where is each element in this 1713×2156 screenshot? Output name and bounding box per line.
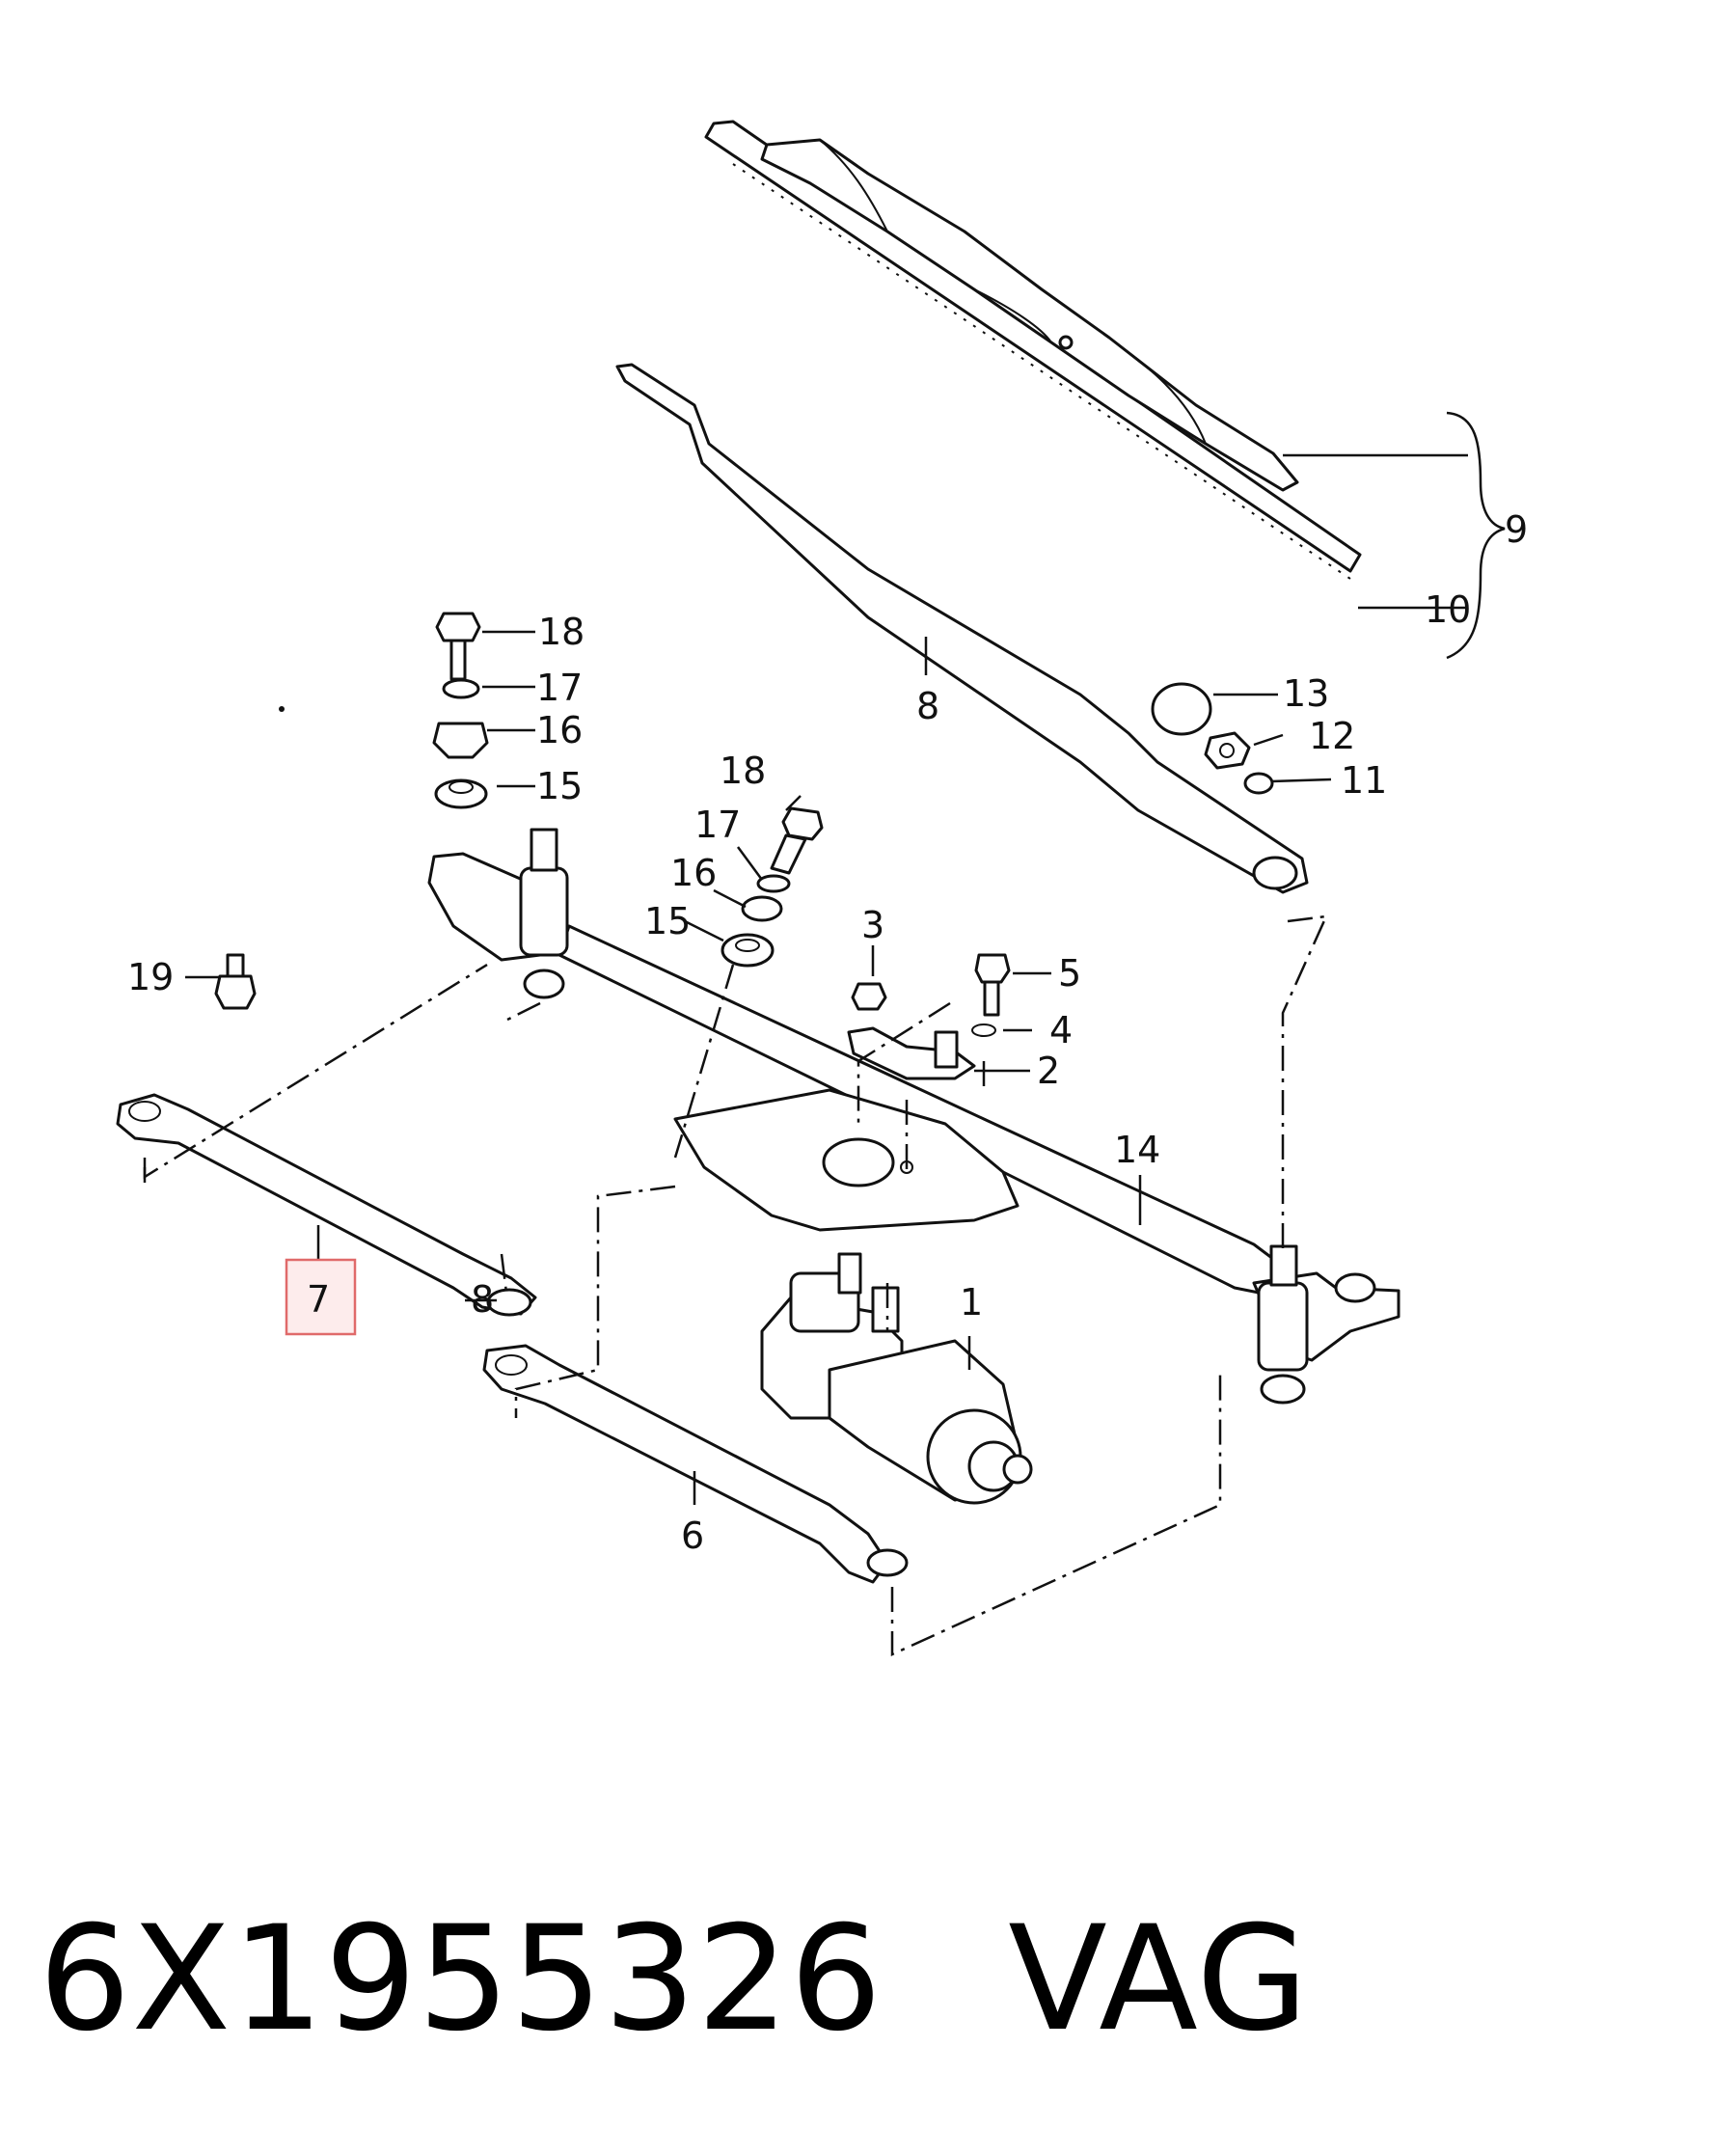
cap-nut-washer (1151, 682, 1274, 795)
callout-5: 5 (1058, 952, 1081, 995)
callout-3: 3 (861, 904, 884, 946)
callout-17-left: 17 (536, 667, 583, 709)
callout-labels: 1 2 3 4 5 6 7 8 8 9 10 11 12 13 14 15 15… (127, 508, 1528, 1557)
fastener-stack-mid (721, 806, 824, 968)
brand-name: VAG (1008, 1896, 1310, 2063)
callout-19: 19 (127, 956, 174, 998)
callout-15-left: 15 (536, 765, 583, 807)
callout-16-left: 16 (536, 709, 583, 751)
leader-lines (185, 411, 1506, 1505)
highlight-box (285, 1258, 357, 1336)
callout-11: 11 (1341, 759, 1387, 802)
wiper-motor (760, 1252, 1033, 1505)
linkage-frame (427, 828, 1400, 1405)
callout-15-mid: 15 (644, 900, 691, 942)
part-caption: 6X1955326 VAG (39, 1896, 1309, 2063)
callout-18-mid: 18 (720, 750, 766, 792)
callout-13: 13 (1283, 672, 1329, 715)
speck (279, 706, 285, 712)
callout-4: 4 (1049, 1009, 1073, 1051)
callout-8-rod: 8 (471, 1278, 494, 1321)
bracket-fasteners (847, 953, 1011, 1080)
callout-2: 2 (1037, 1050, 1060, 1092)
callout-1: 1 (960, 1281, 983, 1324)
callout-9: 9 (1505, 508, 1528, 551)
callout-7: 7 (307, 1278, 330, 1321)
callout-18-left: 18 (538, 611, 585, 653)
fastener-stack-left (432, 612, 489, 809)
callout-8-arm: 8 (916, 685, 939, 727)
callout-12: 12 (1309, 715, 1355, 757)
connecting-rod-6 (482, 1344, 909, 1584)
callout-14: 14 (1114, 1129, 1160, 1171)
wiper-blade (704, 120, 1362, 580)
callout-10: 10 (1425, 588, 1471, 631)
callout-6: 6 (681, 1515, 704, 1557)
wiper-arm (615, 363, 1309, 894)
alignment-lines (143, 914, 1329, 1656)
callout-17-mid: 17 (694, 804, 741, 846)
callout-16-mid: 16 (670, 852, 717, 894)
clip (214, 953, 257, 1010)
part-number: 6X1955326 (39, 1896, 884, 2063)
connecting-rod-7 (116, 1093, 537, 1317)
